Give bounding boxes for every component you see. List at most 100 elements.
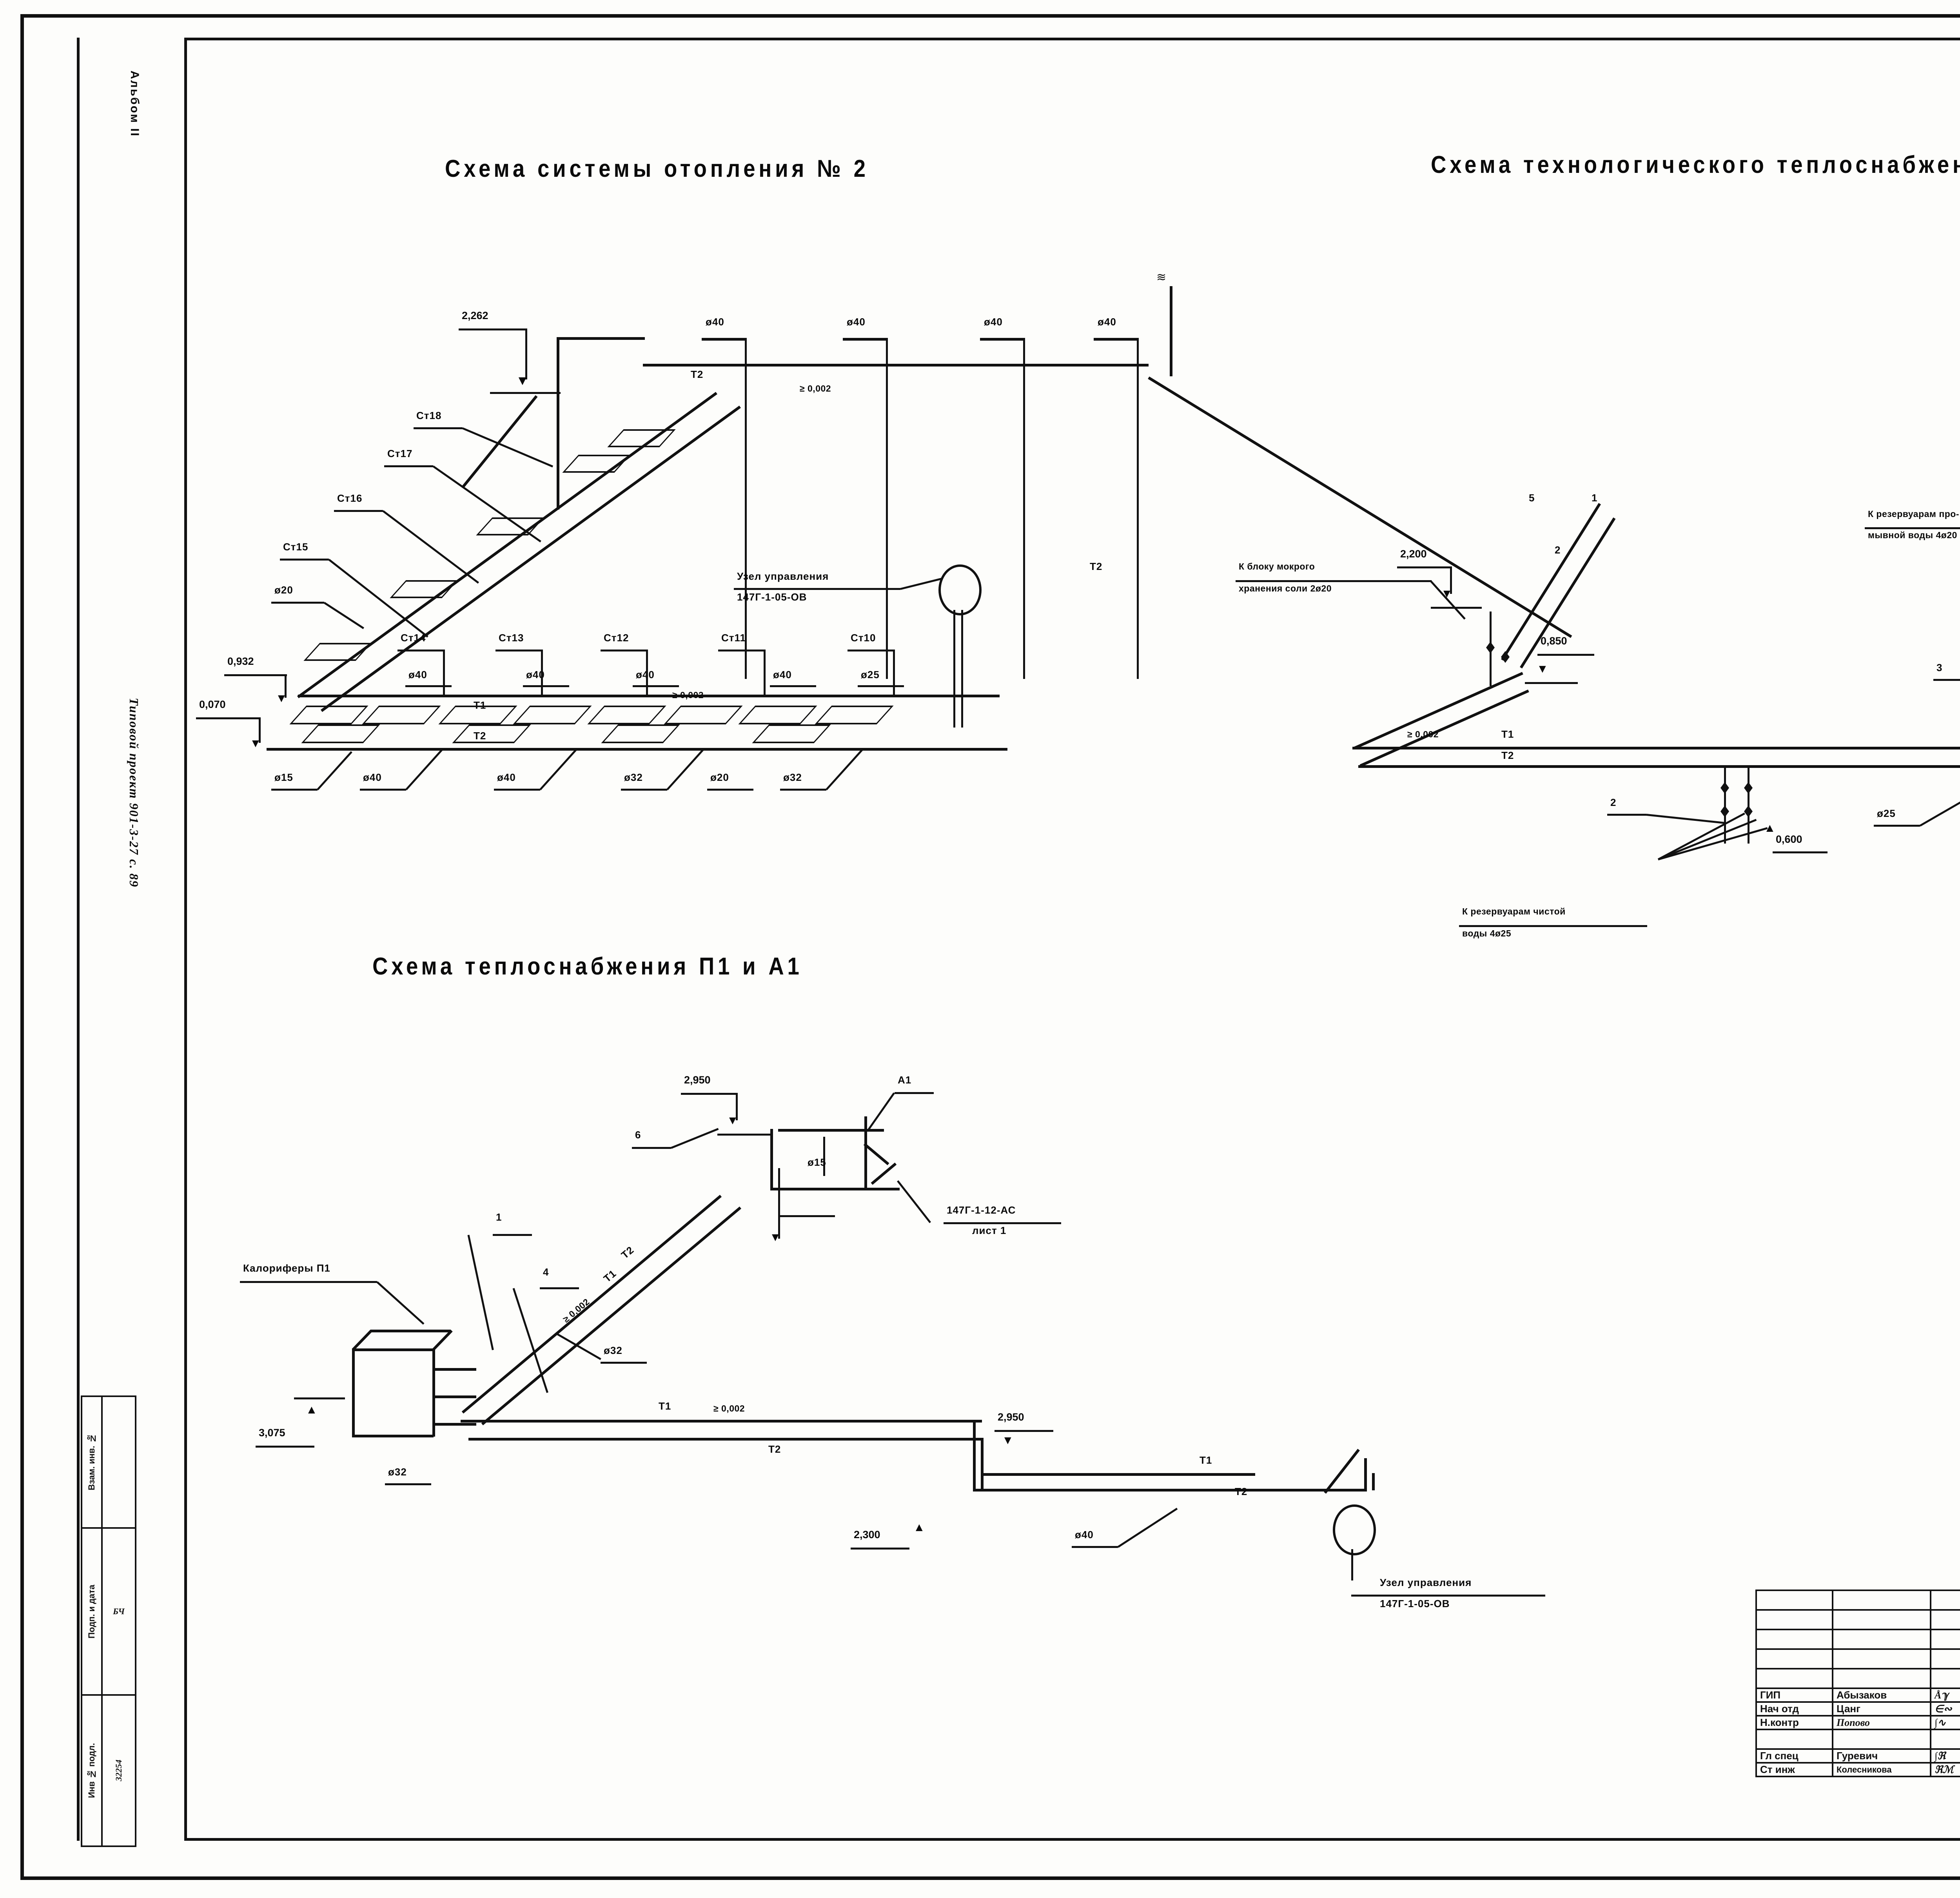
tb-rev-cell-8 [1755, 1629, 1833, 1650]
stamp-row-label-2: Инв № подл. [82, 1695, 102, 1846]
tb-name-0: Абызаков [1832, 1688, 1931, 1703]
s1-elev-0070-arrow: ▼ [250, 737, 261, 750]
s1-node-line1: Узел управления [737, 570, 829, 582]
tb-role-3 [1755, 1729, 1833, 1750]
tb-rev-cell-18 [1930, 1668, 1960, 1689]
s1-ret-dia-6-ul [780, 789, 826, 791]
s1-sup-dia-4: ø40 [773, 669, 792, 680]
tb-name-4: Гуревич [1832, 1748, 1931, 1764]
s3-slope-low: ≥ 0,002 [713, 1403, 745, 1414]
s1-branch-3-drop [1023, 338, 1025, 679]
s3-callout-6: 6 [635, 1129, 641, 1141]
s3-heater-top-back [370, 1330, 451, 1332]
s1-top-left-arm [557, 337, 645, 340]
s2-elev-0600-ul [1773, 851, 1828, 853]
s1-ret-dia-5: ø20 [710, 771, 729, 783]
s2-dia-25: ø25 [1877, 807, 1896, 819]
tb-name-3 [1832, 1729, 1931, 1750]
s1-branch-4-top [1094, 338, 1139, 341]
stamp-row-label-1: Подп. и дата [82, 1528, 102, 1695]
stamp-row-label-0: Взам. инв. № [82, 1396, 102, 1528]
s3-elev-2950-a-ul [681, 1093, 738, 1095]
s3-a1-left [770, 1129, 773, 1190]
s1-riser-17-ul [384, 465, 433, 467]
s3-a1-right [864, 1116, 867, 1189]
s3-node-stem [1351, 1549, 1353, 1580]
s1-riser-11: Ст11 [721, 632, 746, 644]
s3-label-t2-low: T2 [768, 1443, 781, 1455]
s1-elev-0070-leader [259, 717, 261, 743]
s3-elev-3075-base [294, 1397, 345, 1399]
tb-name-5: Колесникова [1832, 1762, 1931, 1777]
s1-elev-0932-arrow: ▼ [276, 692, 287, 705]
s3-riser-up-a [1364, 1458, 1367, 1490]
s1-branch-3-top [980, 338, 1025, 341]
s2-low-main-t1 [1352, 747, 1960, 749]
s1-node-underline [734, 588, 900, 590]
s1-riser-11-ul [718, 650, 765, 651]
s1-elev-2262-underline [459, 328, 527, 330]
s1-dia-20: ø20 [274, 584, 293, 596]
s1-riser-10-leader [893, 650, 895, 697]
tb-sign-5: ℜℳ [1930, 1762, 1960, 1777]
s1-elev-0932-leader [285, 674, 287, 698]
project-label: Типовой проект 901-3-27 с. 89 [127, 698, 141, 888]
tb-role-4: Гл спец [1755, 1748, 1833, 1764]
s1-branch-2-top [843, 338, 888, 341]
s2-callout-2-cw: 2 [1610, 797, 1617, 808]
s1-dia-top-3: ø40 [984, 316, 1003, 328]
s3-elev-2300-arrow: ▲ [913, 1521, 925, 1534]
s1-branch-1-top [702, 338, 747, 341]
stamp-inventory-number: 32254 [102, 1695, 136, 1846]
sheet-left-rail [77, 38, 80, 1841]
tb-name-2: Попово [1832, 1715, 1931, 1730]
s3-elev-2950-a-leader [736, 1093, 738, 1120]
s1-sup-dia-4-ul [770, 685, 816, 687]
s1-riser-13-ul [495, 650, 543, 651]
tb-rev-cell-13 [1832, 1648, 1931, 1669]
s1-branch-4-drop [1137, 338, 1139, 679]
s2-callout-2-l: 2 [1555, 544, 1561, 556]
s3-dia-15: ø15 [808, 1156, 826, 1168]
s1-riser-12-ul [601, 650, 648, 651]
s3-heater-conn-2 [433, 1395, 476, 1398]
tb-rev-cell-17 [1832, 1668, 1931, 1689]
s1-main-t2-low [267, 748, 1007, 751]
s1-spring-icon: ≋ [1156, 271, 1166, 284]
s2-elev-0850: 0,850 [1541, 635, 1567, 647]
s3-elev-2950-b: 2,950 [998, 1411, 1024, 1423]
left-stamp: Взам. инв. № Подп. и дата БЧ Инв № подл.… [81, 1395, 136, 1847]
tb-sign-2: ∫∿ [1930, 1715, 1960, 1730]
tb-role-2: Н.контр [1755, 1715, 1833, 1730]
tb-rev-cell-6 [1930, 1609, 1960, 1630]
s2-callout-3: 3 [1936, 662, 1943, 673]
s3-callout-a1-ul [895, 1092, 934, 1094]
s3-elev-3075: 3,075 [259, 1427, 285, 1439]
s3-heater-conn-3 [433, 1423, 476, 1426]
s1-ret-dia-6: ø32 [783, 771, 802, 783]
s2-elev-2200-l-ul [1397, 566, 1452, 568]
s3-elev-2950-b-arrow: ▼ [1002, 1434, 1014, 1447]
s3-heater-top-front [353, 1348, 433, 1351]
s1-riser-14: Ст14 [401, 632, 426, 644]
s3-callout-1: 1 [496, 1211, 502, 1223]
s1-riser-18-ul [414, 427, 463, 429]
tb-sign-4: ∫ℜ [1930, 1748, 1960, 1764]
s3-ref-line1: 147Г-1-12-АС [947, 1204, 1016, 1216]
tb-rev-cell-12 [1755, 1648, 1833, 1669]
s2-callout-2-cw-ul [1607, 814, 1646, 816]
s3-label-t1-low: T1 [659, 1400, 671, 1412]
s1-riser-16: Ст16 [337, 492, 363, 504]
title-block: 147Г-1-ОВ Станция очистки воды с установ… [1755, 1590, 1960, 1777]
s1-riser-14-leader [443, 650, 445, 697]
s1-main-t2-right: T2 [1090, 561, 1103, 572]
s1-elev-2262-leader [525, 328, 527, 379]
tb-rev-cell-0 [1755, 1590, 1833, 1611]
s1-elev-2262-base [490, 392, 561, 394]
s1-riser-16-ul [334, 510, 383, 512]
s1-main-t1 [298, 695, 1000, 697]
s3-elev-3075-arrow: ▲ [306, 1403, 318, 1416]
s1-ret-dia-4: ø32 [624, 771, 643, 783]
stamp-signature: БЧ [101, 1527, 136, 1696]
s3-dia-15-arrow: ▼ [769, 1231, 781, 1244]
